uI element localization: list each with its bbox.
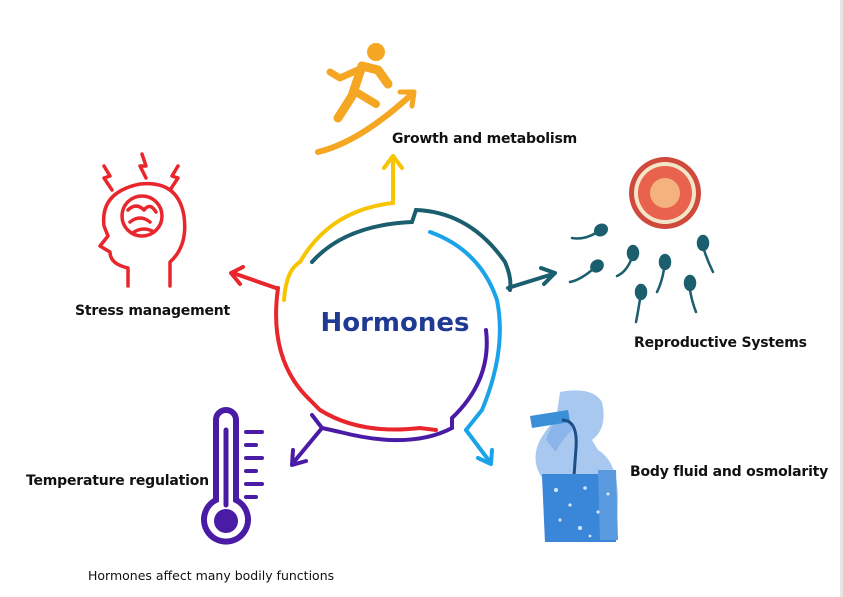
center-hormones-label: Hormones xyxy=(320,308,470,338)
arrow-temperature xyxy=(290,426,324,467)
stressed-brain-head-icon xyxy=(98,152,187,288)
hormone-cycle-ring xyxy=(274,201,513,443)
running-person-icon xyxy=(315,43,417,155)
person-drinking-icon xyxy=(530,390,618,542)
stress-management-label: Stress management xyxy=(75,303,231,319)
reproductive-systems-label: Reproductive Systems xyxy=(634,335,807,351)
egg-and-sperm-icon xyxy=(568,157,715,324)
diagram-caption: Hormones affect many bodily functions xyxy=(88,568,335,583)
body-fluid-osmolarity-label: Body fluid and osmolarity xyxy=(630,464,829,480)
growth-metabolism-label: Growth and metabolism xyxy=(392,131,577,147)
ring-segment-yellow-inner xyxy=(282,260,302,302)
arrow-stress xyxy=(229,265,278,290)
thermometer-icon xyxy=(201,407,264,545)
right-edge-divider xyxy=(840,0,843,597)
ring-segment-lightblue xyxy=(428,230,502,432)
arrow-growth xyxy=(382,154,404,205)
arrow-body-fluid xyxy=(464,428,494,466)
arrow-reproductive xyxy=(506,266,557,290)
temperature-regulation-label: Temperature regulation xyxy=(26,473,209,489)
ring-segment-red xyxy=(274,286,438,432)
ring-segment-yellow xyxy=(298,201,395,264)
ring-segment-teal xyxy=(310,207,513,292)
ring-segment-purple xyxy=(310,328,489,443)
